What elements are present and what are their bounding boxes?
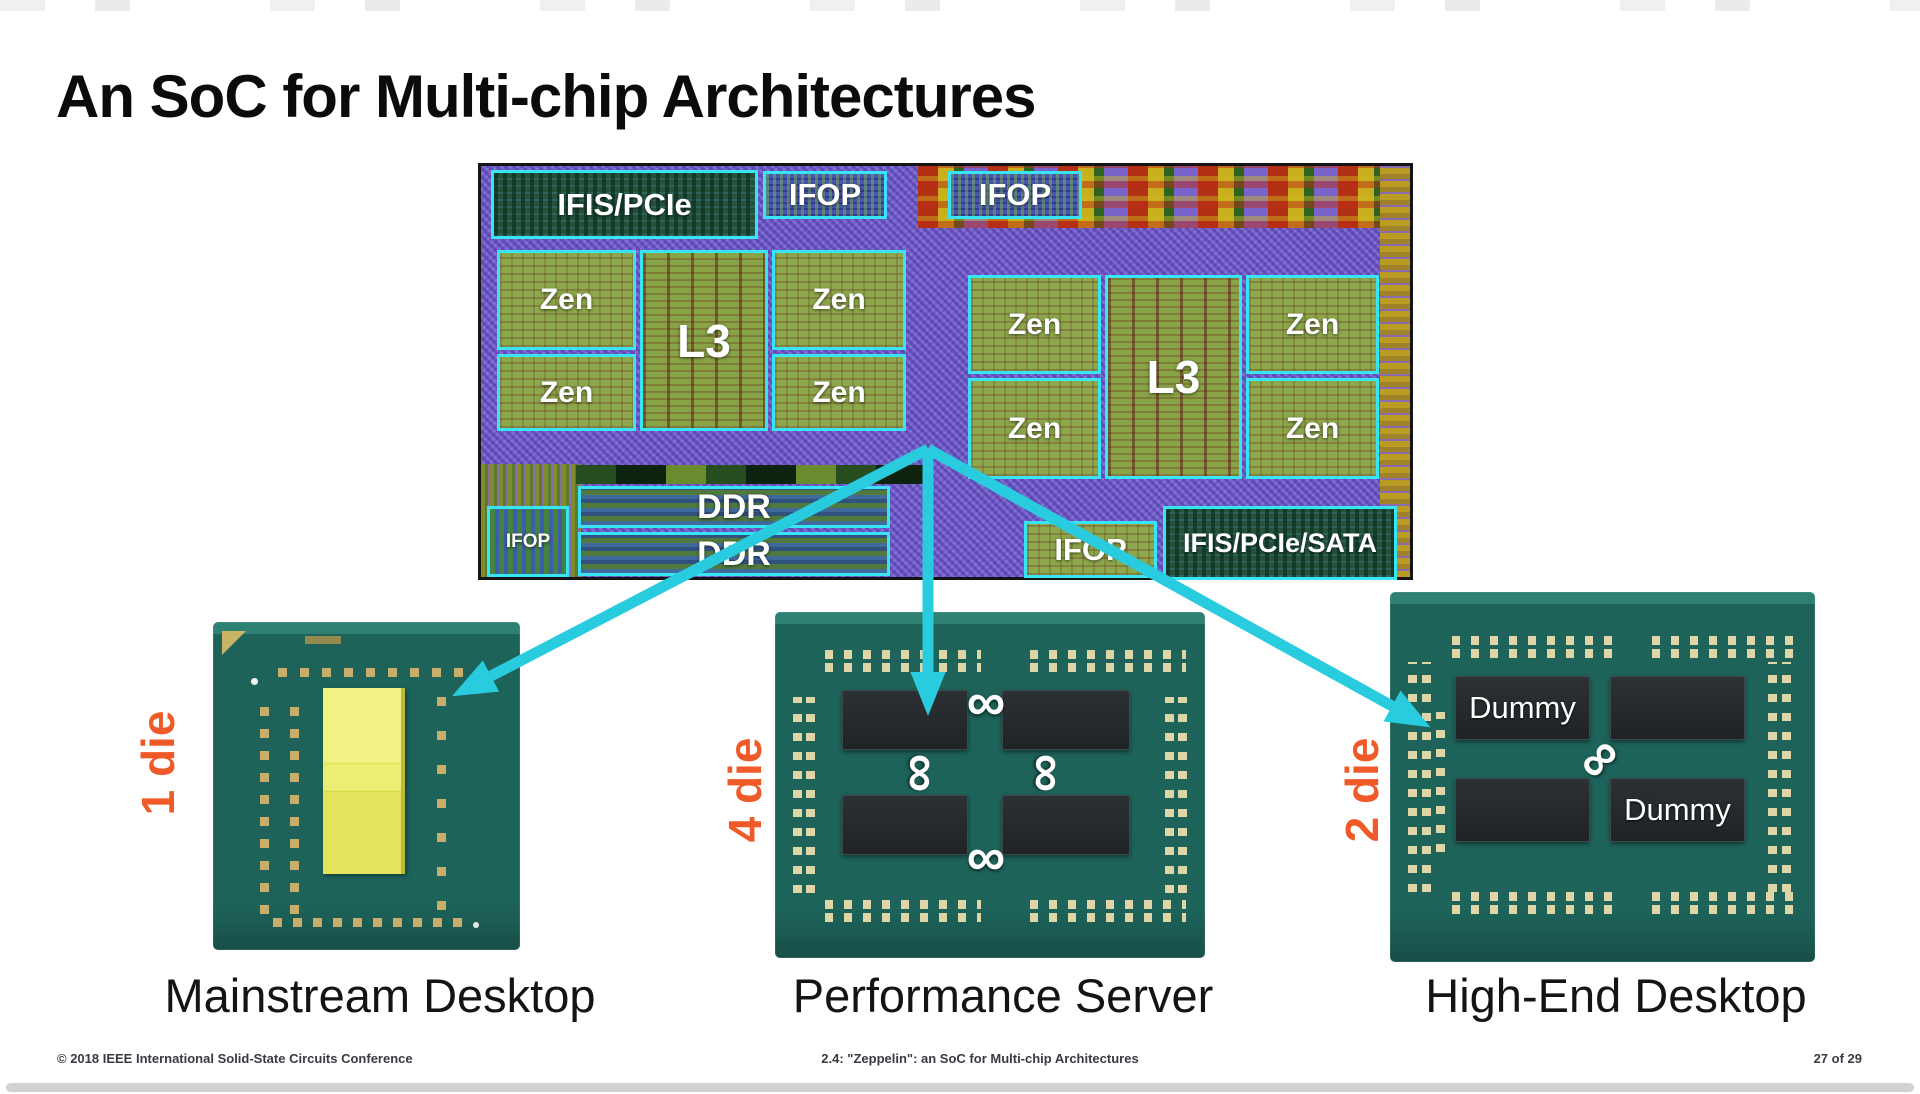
die-count-label: 2 die [1336, 737, 1388, 843]
cpu-die [842, 795, 968, 855]
pad-column [1408, 662, 1417, 892]
die-block-zen: Zen [772, 354, 906, 431]
die-block-zen: Zen [968, 378, 1101, 479]
silicon-die [323, 688, 405, 874]
die-block-ifop-top-right: IFOP [948, 171, 1082, 219]
pad-row [278, 668, 470, 677]
pad-row [1452, 905, 1612, 914]
pad-row [1652, 636, 1802, 645]
die-texture-region [576, 465, 926, 484]
die-count-label: 1 die [132, 710, 184, 816]
die-block-ifop-bottom-right: IFOP [1024, 521, 1157, 578]
pad-column [1768, 662, 1777, 892]
die-block-zen: Zen [1246, 378, 1379, 479]
pad-row [825, 650, 981, 659]
die-count-label: 4 die [719, 737, 771, 843]
footer-session-title: 2.4: "Zeppelin": an SoC for Multi-chip A… [821, 1051, 1139, 1066]
pad-row [1030, 663, 1186, 672]
infinity-link-icon: ∞ [892, 753, 952, 793]
die-block-zen: Zen [497, 250, 636, 350]
cpu-die [1002, 690, 1130, 750]
dummy-die: Dummy [1455, 676, 1590, 740]
pad-column [1422, 662, 1431, 892]
die-block-ifop-top-left: IFOP [763, 171, 887, 219]
cpu-die [1002, 795, 1130, 855]
cpu-die [1610, 676, 1745, 740]
pad-column [793, 697, 802, 893]
package-high-end-desktop: Dummy Dummy ∞ [1390, 592, 1815, 962]
footer-page-number: 27 of 29 [1813, 1051, 1862, 1066]
pad-row [1652, 892, 1802, 901]
pad-row [1030, 900, 1186, 909]
footer-copyright: © 2018 IEEE International Solid-State Ci… [57, 1051, 413, 1066]
pad-column [806, 697, 815, 893]
pad-row [1652, 905, 1802, 914]
pad-column [1178, 697, 1187, 893]
die-block-zen: Zen [968, 275, 1101, 374]
pad-row [1652, 649, 1802, 658]
cpu-die [842, 690, 968, 750]
package-performance-server: ∞ ∞ ∞ ∞ [775, 612, 1205, 958]
die-block-ddr: DDR [578, 532, 890, 576]
package-name-high-end-desktop: High-End Desktop [1425, 969, 1807, 1022]
die-block-ifop-bottom-left: IFOP [487, 506, 569, 577]
package-name-mainstream-desktop: Mainstream Desktop [164, 969, 596, 1022]
slide-title: An SoC for Multi-chip Architectures [56, 63, 1036, 130]
pad-row [825, 913, 981, 922]
pad-row [1452, 636, 1612, 645]
pad-column [290, 702, 299, 914]
pad-row [825, 663, 981, 672]
top-edge-artifact [0, 0, 1920, 11]
pad-column [437, 694, 446, 910]
die-block-ifis-pcie-sata: IFIS/PCIe/SATA [1163, 506, 1397, 580]
die-block-zen: Zen [772, 250, 906, 350]
package-mainstream-desktop [213, 622, 520, 950]
infinity-link-icon: ∞ [966, 672, 1006, 732]
package-marking [305, 636, 341, 644]
dummy-die: Dummy [1610, 778, 1745, 842]
pad-column [1165, 697, 1174, 893]
fiducial-dot [473, 922, 479, 928]
package-name-performance-server: Performance Server [792, 969, 1214, 1022]
bottom-bar [6, 1083, 1914, 1092]
die-block-zen: Zen [1246, 275, 1379, 374]
die-block-l3: L3 [640, 250, 768, 431]
pad-row [1452, 892, 1612, 901]
pad-row [825, 900, 981, 909]
fiducial-dot [251, 678, 258, 685]
pad-row [1030, 913, 1186, 922]
infinity-link-icon: ∞ [966, 827, 1006, 887]
pad-column [1782, 662, 1791, 892]
die-shot-image: IFIS/PCIe IFOP IFOP Zen L3 Zen Zen Zen Z… [478, 163, 1413, 580]
die-block-ddr: DDR [578, 486, 890, 528]
pad-row [273, 918, 473, 927]
pad-column [1436, 712, 1445, 852]
pad-row [1452, 649, 1612, 658]
pad-row [1030, 650, 1186, 659]
infinity-link-icon: ∞ [1018, 753, 1078, 793]
pin1-triangle-marker [222, 631, 246, 655]
die-block-zen: Zen [497, 354, 636, 431]
cpu-die [1455, 778, 1590, 842]
pad-column [260, 702, 269, 914]
die-block-l3: L3 [1105, 275, 1242, 479]
die-block-ifis-pcie: IFIS/PCIe [491, 170, 758, 239]
